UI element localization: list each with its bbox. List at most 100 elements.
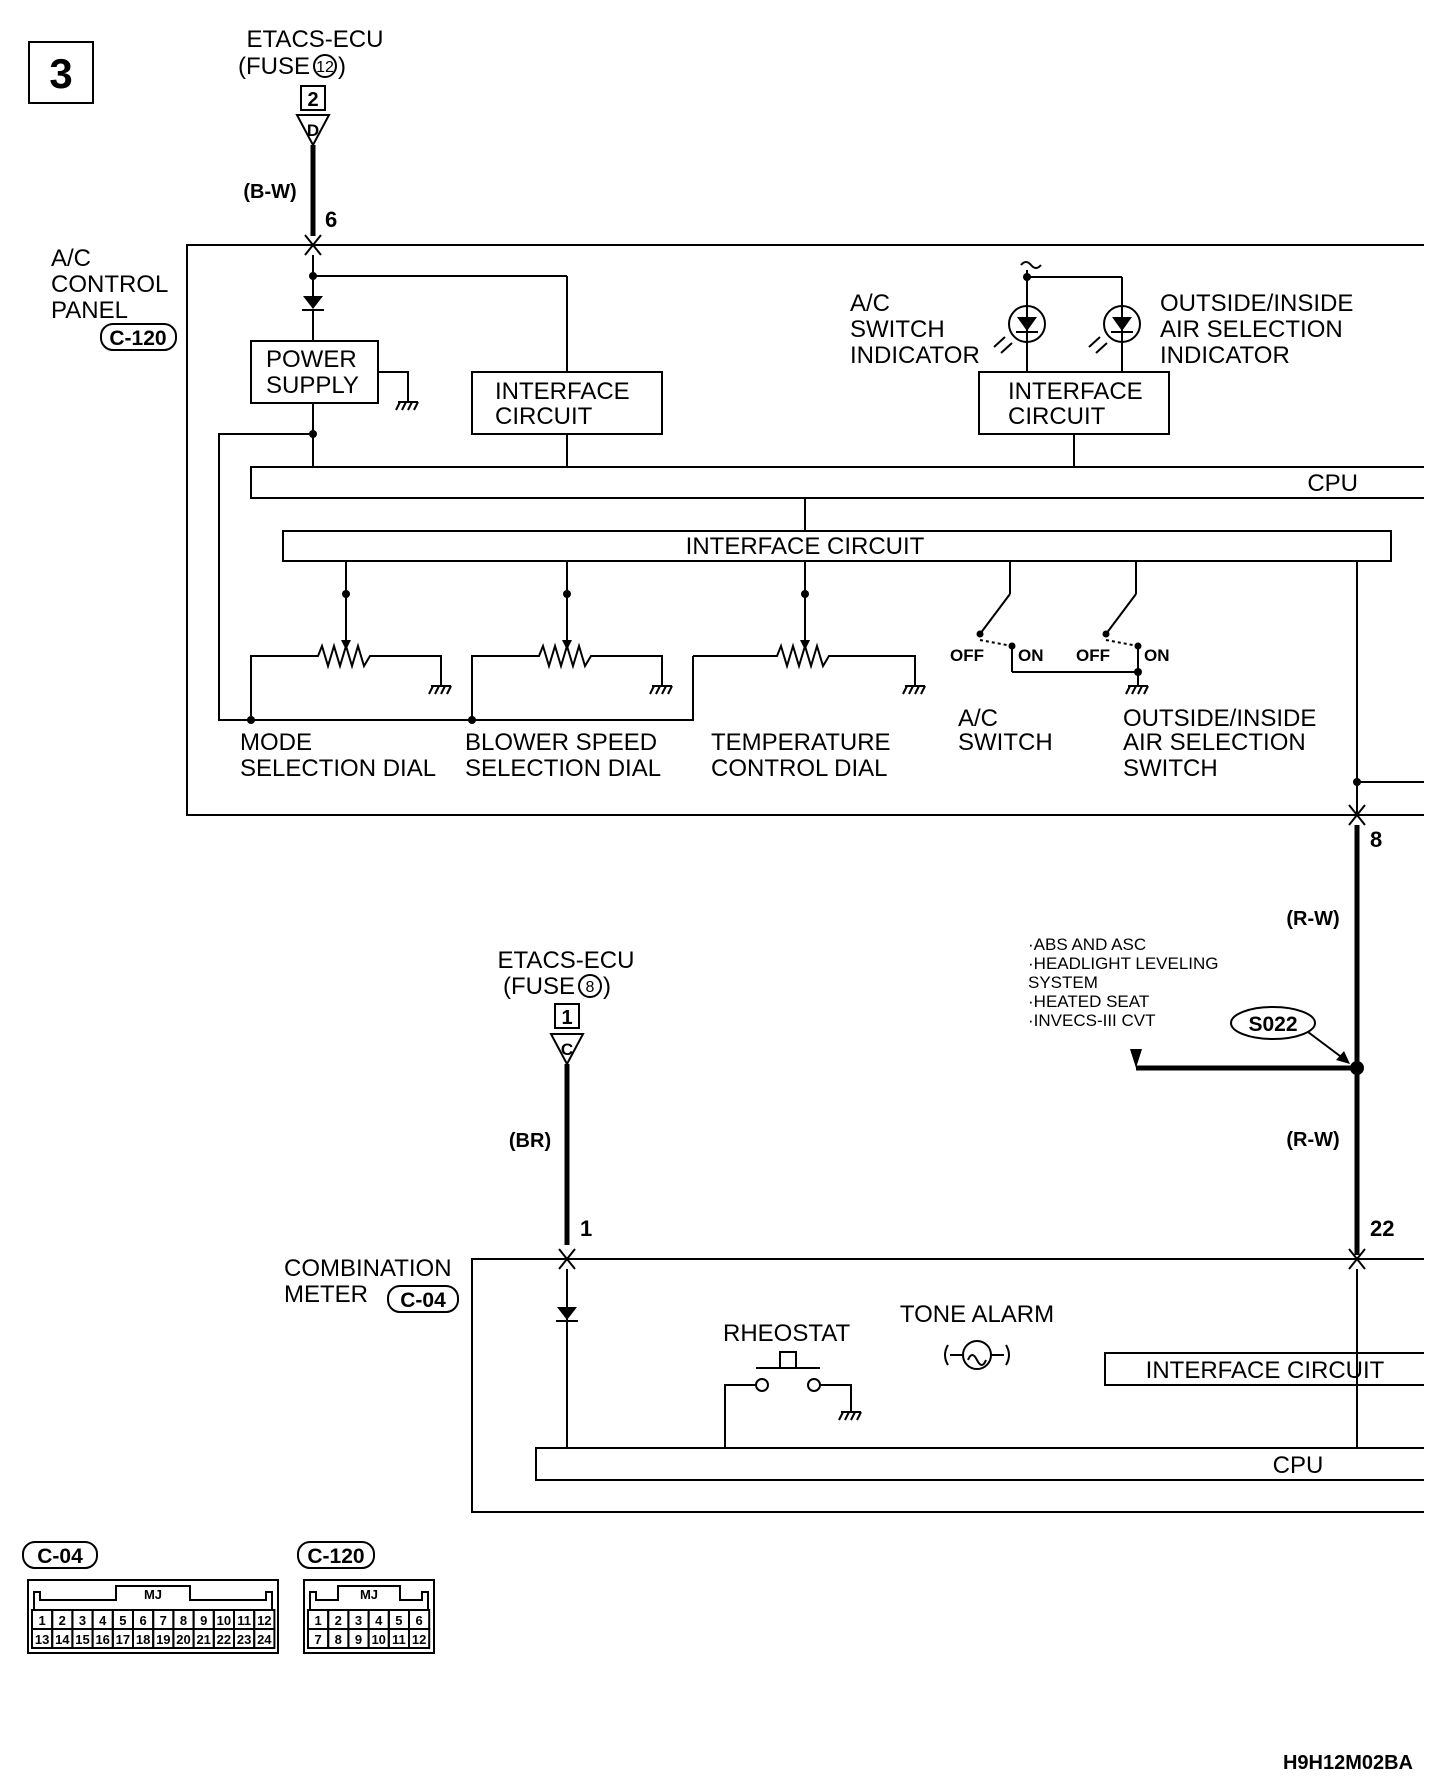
- c120-tag: MJ: [360, 1587, 378, 1602]
- c120-label: C-120: [307, 1545, 364, 1568]
- connector-pin-number: 22: [217, 1632, 231, 1647]
- mid-source: ETACS-ECU (FUSE 8 ) 1 C (BR) 1: [498, 947, 635, 1245]
- connector-pin-number: 5: [395, 1613, 402, 1628]
- meter-cpu-bar: [535, 1447, 1424, 1481]
- connector-pin-number: 20: [176, 1632, 190, 1647]
- connector-pin-number: 16: [95, 1632, 109, 1647]
- connector-pin-number: 3: [355, 1613, 362, 1628]
- ac-switch-off: OFF: [950, 646, 984, 665]
- panel-interface-bar-label: INTERFACE CIRCUIT: [686, 533, 925, 560]
- blower-dial-line-1: BLOWER SPEED: [465, 729, 657, 756]
- top-fuse-suffix: ): [338, 53, 346, 80]
- splice-system-3: SYSTEM: [1028, 973, 1098, 992]
- splice-system-1: ·ABS AND ASC: [1028, 935, 1146, 954]
- blower-speed-selection-dial: [468, 561, 673, 724]
- connector-pin-number: 6: [139, 1613, 146, 1628]
- connector-pin-number: 8: [335, 1632, 342, 1647]
- splice-system-5: ·INVECS-III CVT: [1028, 1011, 1156, 1030]
- meter-diode: [557, 1307, 577, 1320]
- temp-dial-line-2: CONTROL DIAL: [711, 755, 887, 782]
- connector-pin-number: 14: [55, 1632, 70, 1647]
- interface-right-line-2: CIRCUIT: [1008, 403, 1106, 430]
- interface-left-line-2: CIRCUIT: [495, 403, 593, 430]
- interface-right-line-1: INTERFACE: [1008, 378, 1143, 405]
- rw-wire-color-upper: (R-W): [1286, 908, 1339, 930]
- blower-dial-line-2: SELECTION DIAL: [465, 755, 661, 782]
- supply-tilde: [1020, 261, 1042, 269]
- air-switch-off: OFF: [1076, 646, 1110, 665]
- splice-id-badge: [1230, 1006, 1316, 1040]
- connector-pin-cell: [408, 1628, 431, 1649]
- connector-pin-number: 1: [314, 1613, 321, 1628]
- temperature-control-dial: [693, 561, 926, 695]
- connector-pin-number: 9: [200, 1613, 207, 1628]
- connector-pin-number: 12: [257, 1613, 271, 1628]
- connector-pin-number: 7: [314, 1632, 321, 1647]
- splice-system-4: ·HEATED SEAT: [1028, 992, 1149, 1011]
- connector-pin-number: 15: [75, 1632, 89, 1647]
- connector-pin-number: 18: [136, 1632, 150, 1647]
- rw-wire-color-lower: (R-W): [1286, 1129, 1339, 1151]
- interface-circuit-left: [471, 371, 663, 435]
- connector-pin-number: 12: [412, 1632, 426, 1647]
- air-indicator-line-2: AIR SELECTION: [1160, 316, 1343, 343]
- meter-interface-label: INTERFACE CIRCUIT: [1146, 1357, 1385, 1384]
- figure-code: H9H12M02BA: [1283, 1752, 1413, 1774]
- connector-pin-number: 11: [392, 1632, 406, 1647]
- rheostat: [724, 1351, 862, 1448]
- tone-alarm-label: TONE ALARM: [900, 1301, 1054, 1328]
- connector-pin-cell: [253, 1628, 276, 1649]
- top-source: ETACS-ECU (FUSE 12 ) 2 D (B-W) 6: [238, 26, 383, 236]
- connector-pin-number: 4: [99, 1613, 107, 1628]
- air-switch-on: ON: [1144, 646, 1170, 665]
- meter-title-line-1: COMBINATION: [284, 1255, 452, 1282]
- connector-pin-number: 3: [79, 1613, 86, 1628]
- panel-interface-bar: [282, 530, 1392, 562]
- interface-left-line-1: INTERFACE: [495, 378, 630, 405]
- connector-pin-number: 10: [371, 1632, 385, 1647]
- air-indicator-line-3: INDICATOR: [1160, 342, 1290, 369]
- mode-dial-line-1: MODE: [240, 729, 312, 756]
- c04-label: C-04: [37, 1545, 83, 1568]
- air-switch-line-1: OUTSIDE/INSIDE: [1123, 705, 1316, 732]
- connector-pin-number: 2: [59, 1613, 66, 1628]
- mid-wire-color: (BR): [509, 1130, 551, 1152]
- panel-enclosure: [186, 244, 1424, 816]
- temp-dial-line-1: TEMPERATURE: [711, 729, 891, 756]
- ac-indicator-line-2: SWITCH: [850, 316, 945, 343]
- tone-alarm: [944, 1340, 1010, 1370]
- air-selection-switch: OFF ON: [1076, 561, 1170, 686]
- meter-connector-label: C-04: [400, 1289, 446, 1312]
- connector-pin-number: 23: [237, 1632, 251, 1647]
- mid-fuse-suffix: ): [603, 973, 611, 1000]
- connector-pin-number: 17: [116, 1632, 130, 1647]
- panel-cpu-label: CPU: [1307, 470, 1358, 497]
- mode-dial-line-2: SELECTION DIAL: [240, 755, 436, 782]
- connector-pin-number: 24: [257, 1632, 272, 1647]
- meter-title-line-2: METER: [284, 1281, 368, 1308]
- ac-control-panel: A/C CONTROL PANEL C-120 POWER SUPPLY INT…: [51, 234, 1424, 852]
- mid-connector-triangle: [549, 1033, 585, 1067]
- ac-indicator-line-3: INDICATOR: [850, 342, 980, 369]
- ac-switch-line-2: SWITCH: [958, 729, 1053, 756]
- rheostat-label: RHEOSTAT: [723, 1320, 850, 1347]
- connector-pin-number: 1: [38, 1613, 45, 1628]
- meter-pin-1: 1: [580, 1216, 592, 1241]
- page-number-badge: 3: [28, 41, 94, 104]
- mode-selection-dial: [247, 561, 452, 724]
- panel-pin-8: 8: [1370, 827, 1382, 852]
- mid-source-name: ETACS-ECU: [498, 947, 635, 974]
- page-number: 3: [49, 50, 72, 97]
- panel-pin-6: 6: [325, 207, 337, 232]
- panel-title-line-2: CONTROL: [51, 271, 168, 298]
- connector-pin-number: 5: [119, 1613, 126, 1628]
- meter-interface-box: [1104, 1352, 1424, 1386]
- connector-pin-number: 21: [196, 1632, 210, 1647]
- meter-cpu-label: CPU: [1273, 1452, 1324, 1479]
- splice-id: S022: [1248, 1013, 1297, 1036]
- mid-source-pin: 1: [561, 1007, 572, 1029]
- meter-pin-22: 22: [1370, 1216, 1394, 1241]
- top-source-pin: 2: [307, 89, 318, 111]
